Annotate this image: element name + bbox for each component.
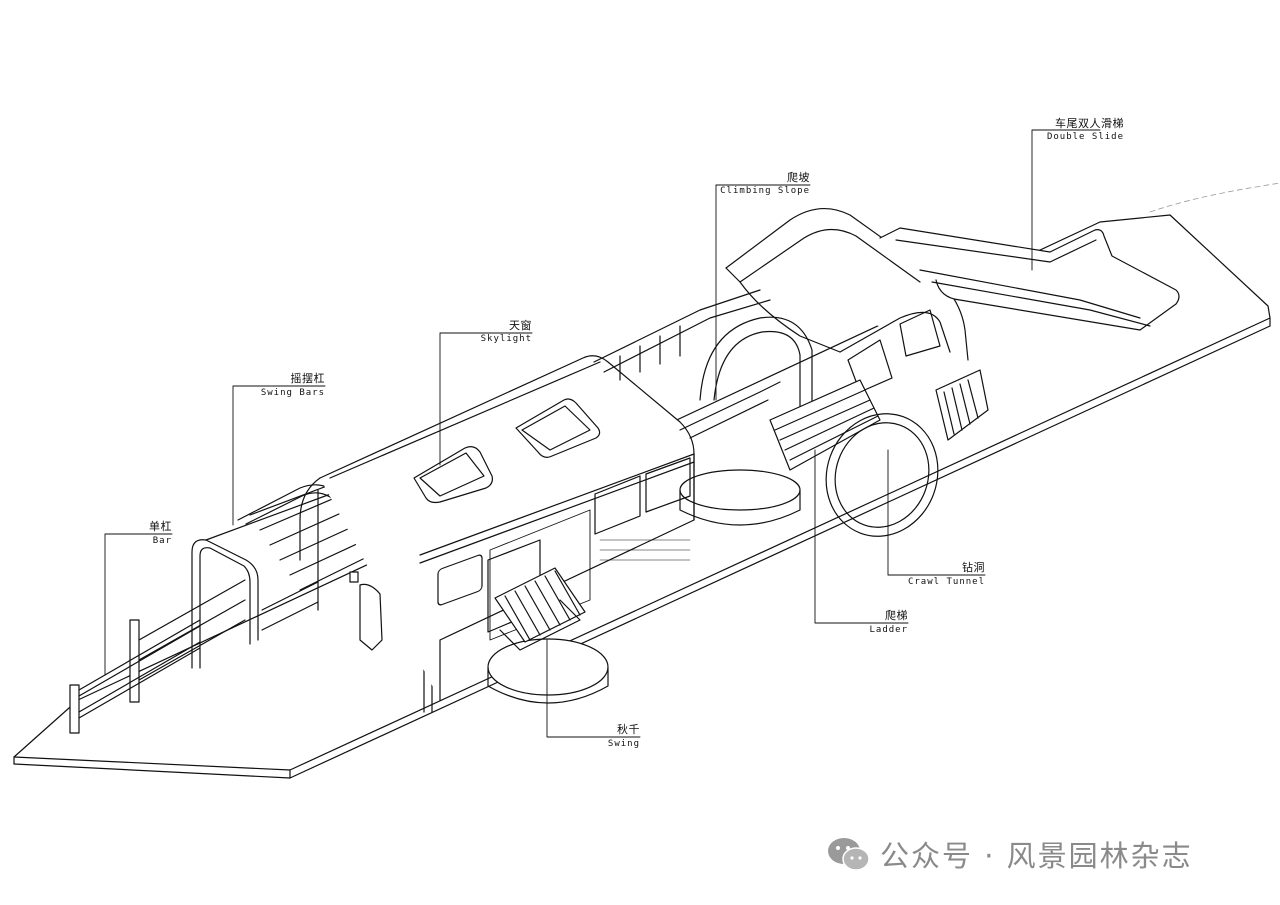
watermark-text: 公众号 · 风景园林杂志	[880, 839, 1193, 873]
label-climbing-slope-zh: 爬坡	[787, 171, 810, 184]
skylight-windows	[413, 398, 601, 504]
label-bar-en: Bar	[152, 536, 172, 546]
swing-seat	[487, 567, 609, 704]
wechat-icon	[828, 838, 870, 871]
label-ladder-zh: 爬梯	[885, 609, 908, 622]
label-swing-zh: 秋千	[617, 723, 640, 736]
label-climbing-slope-en: Climbing Slope	[720, 186, 810, 196]
label-swing-bars-zh: 摇摆杠	[290, 372, 325, 385]
label-double-slide-en: Double Slide	[1046, 132, 1124, 142]
label-crawl-tunnel-en: Crawl Tunnel	[907, 577, 985, 587]
crawl-tunnel-ring	[825, 413, 939, 537]
label-skylight-en: Skylight	[480, 334, 532, 344]
label-crawl-tunnel-zh: 钻洞	[962, 561, 985, 574]
bus-body	[299, 355, 695, 701]
label-double-slide-zh: 车尾双人滑梯	[1055, 117, 1124, 130]
label-ladder-en: Ladder	[869, 625, 908, 635]
label-swing-bars-en: Swing Bars	[260, 388, 325, 398]
label-bar-zh: 单杠	[149, 520, 172, 533]
label-swing-en: Swing	[607, 739, 640, 749]
climbing-dome	[679, 207, 989, 526]
watermark: 公众号 · 风景园林杂志	[826, 834, 1193, 874]
handrail-bridge	[593, 289, 781, 439]
leader-lines	[104, 129, 1101, 738]
double-slide	[879, 227, 1180, 331]
label-skylight-zh: 天窗	[509, 319, 532, 332]
